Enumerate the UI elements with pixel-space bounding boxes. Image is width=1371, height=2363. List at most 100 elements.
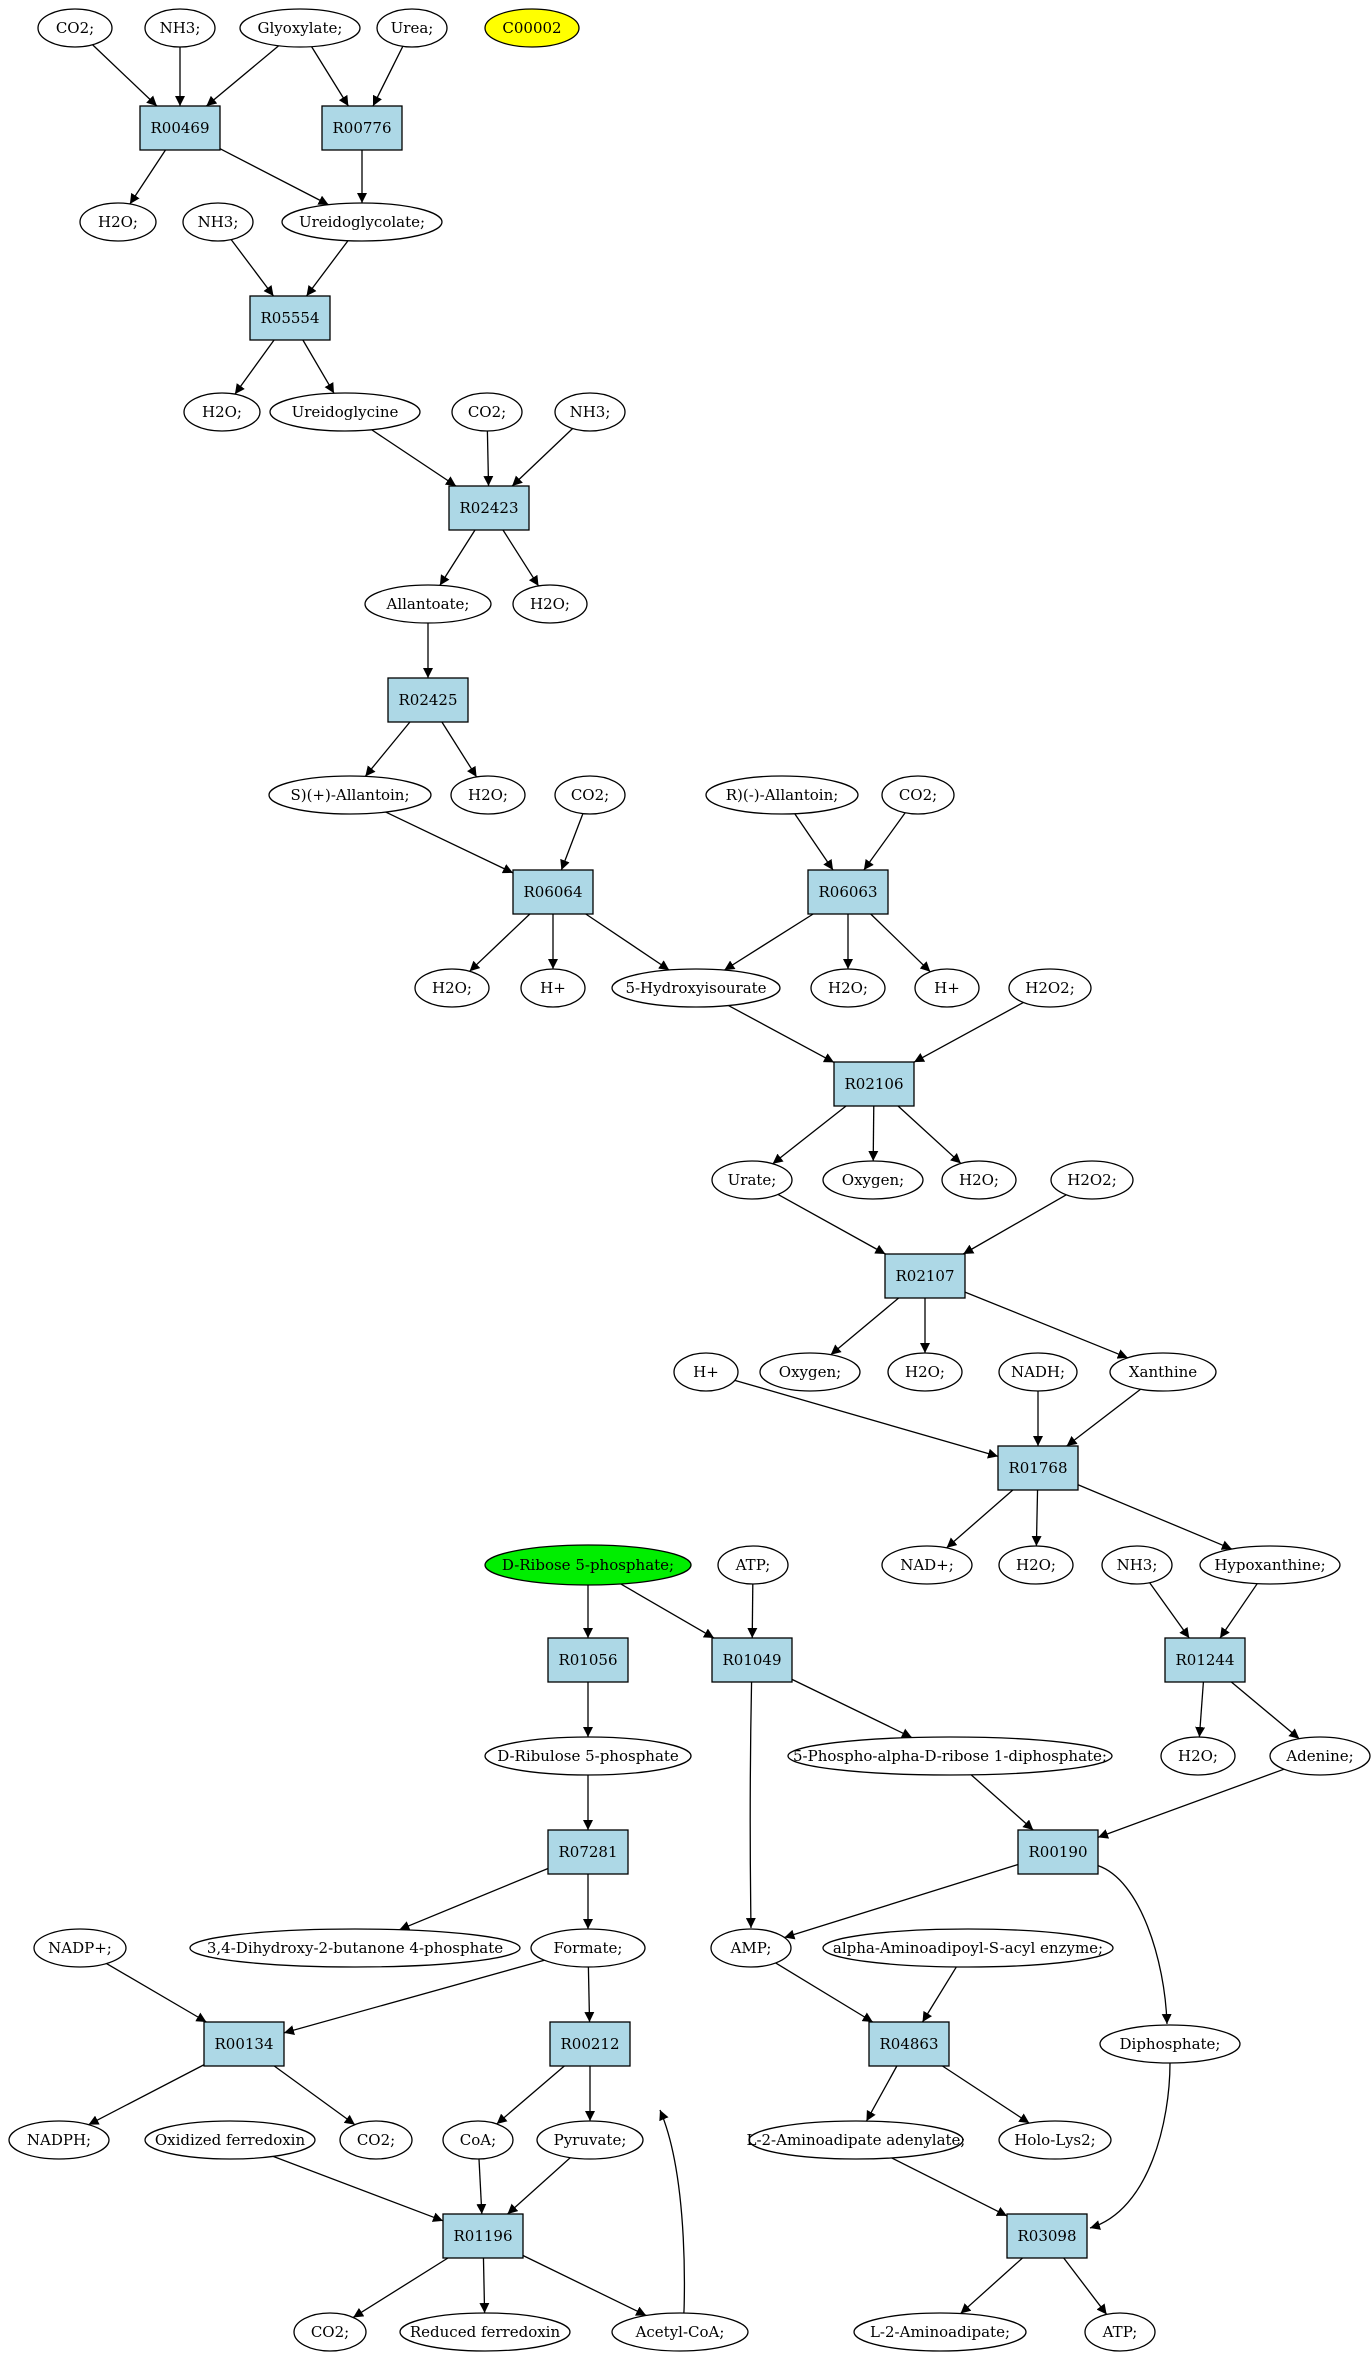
edge-c_l2aa_adenylate-to-r_R03098	[891, 2157, 1008, 2217]
node-label: ATP;	[1102, 2323, 1138, 2341]
reaction-node-r_R05554: R05554	[249, 295, 331, 341]
compound-ellipse	[484, 1736, 692, 1776]
node-label: 5-Hydroxyisourate	[625, 979, 766, 997]
reaction-box	[1006, 2213, 1088, 2259]
edge-r_R04863-to-c_hololys2	[942, 2065, 1030, 2124]
compound-node-c_diphosphate: Diphosphate;	[1099, 2024, 1241, 2064]
node-label: H2O;	[202, 403, 242, 421]
node-label: AMP;	[730, 1939, 772, 1957]
edge-r_R03098-to-c_l2aa	[960, 2257, 1023, 2315]
edge-r_R04863-to-c_l2aa_adenylate	[865, 2065, 898, 2122]
compound-ellipse	[759, 1352, 861, 1392]
node-label: Diphosphate;	[1120, 2035, 1221, 2053]
node-label: Ureidoglycolate;	[299, 213, 425, 231]
node-label: CO2;	[899, 786, 937, 804]
compound-ellipse	[941, 1160, 1017, 1200]
reaction-node-r_R00212: R00212	[549, 2021, 631, 2067]
edge-c_r_allantoin-to-r_R06063	[794, 813, 834, 871]
edge-r_R05554-to-c_h2o_2	[234, 339, 275, 395]
compound-node-c_h2o2_1: H2O2;	[1008, 968, 1092, 1008]
compound-node-c_nh3_1: NH3;	[144, 8, 216, 48]
node-label: Oxygen;	[842, 1171, 904, 1189]
compound-node-c_h2o_3: H2O;	[512, 584, 588, 624]
edge-r_R02107-to-c_oxygen_2	[830, 1297, 900, 1356]
node-label: Acetyl-CoA;	[635, 2323, 725, 2341]
compound-node-c_atp_1: ATP;	[717, 1545, 789, 1585]
edge-r_R00212-to-c_coa	[496, 2065, 565, 2125]
edge-r_R01196-to-c_acetylcoa	[522, 2254, 647, 2317]
compound-node-c_nadplus: NAD+;	[881, 1545, 973, 1585]
node-label: H2O;	[98, 213, 138, 231]
reaction-node-r_R00190: R00190	[1017, 1829, 1099, 1875]
compound-ellipse	[484, 8, 580, 48]
compound-node-c_urea: Urea;	[376, 8, 448, 48]
compound-ellipse	[269, 392, 421, 432]
compound-node-c_atp_2: ATP;	[1084, 2312, 1156, 2352]
compound-node-c_hplus_1: H+	[520, 968, 586, 1008]
edge-r_R02423-to-c_allantoate	[439, 529, 476, 586]
node-label: R00469	[150, 119, 209, 137]
node-label: H+	[540, 979, 566, 997]
compound-node-c_co2_1: CO2;	[37, 8, 113, 48]
edge-r_R01244-to-c_adenine	[1230, 1681, 1300, 1740]
node-label: Holo-Lys2;	[1014, 2131, 1095, 2149]
reaction-node-r_R01196: R01196	[442, 2213, 524, 2259]
compound-ellipse	[37, 8, 113, 48]
edge-r_R06063-to-c_hplus_2	[870, 913, 931, 973]
compound-node-c_redferredoxin: Reduced ferredoxin	[399, 2312, 571, 2352]
edge-c_co2_3-to-r_R06064	[560, 813, 584, 871]
edge-c_hypoxanthine-to-r_R01244	[1219, 1583, 1258, 1639]
node-label: CO2;	[571, 786, 609, 804]
edge-c_ureidoglycolate-to-r_R05554	[305, 240, 349, 297]
compound-node-c_h2o_6: H2O;	[810, 968, 886, 1008]
reaction-box	[547, 1829, 629, 1875]
node-label: R00776	[332, 119, 391, 137]
compound-node-c_s_allantoin: S)(+)-Allantoin;	[268, 775, 432, 815]
node-label: R02107	[895, 1267, 954, 1285]
edge-c_adenine-to-r_R00190	[1097, 1768, 1285, 1839]
compound-ellipse	[881, 1545, 973, 1585]
edge-c_urea-to-r_R00776	[372, 46, 404, 107]
compound-node-c_h2o_9: H2O;	[998, 1545, 1074, 1585]
edge-r_R02423-to-c_h2o_3	[502, 529, 540, 587]
compound-ellipse	[611, 968, 781, 1008]
edge-c_diphosphate-to-r_R03098	[1089, 2062, 1171, 2230]
compound-ellipse	[1101, 1545, 1173, 1585]
compound-node-c_pyruvate: Pyruvate;	[536, 2120, 644, 2160]
compound-node-c_h2o_5: H2O;	[414, 968, 490, 1008]
compound-node-c_h2o_1: H2O;	[79, 202, 157, 242]
node-label: ATP;	[735, 1556, 771, 1574]
compound-node-c_dribulose5p: D-Ribulose 5-phosphate	[484, 1736, 692, 1776]
compound-ellipse	[998, 1352, 1078, 1392]
compound-node-c_l2aa_adenylate: L-2-Aminoadipate adenylate;	[746, 2120, 966, 2160]
edge-c_h2o2_2-to-r_R02107	[962, 1194, 1067, 1255]
compound-node-c_hplus_3: H+	[673, 1352, 739, 1392]
edge-r_R01244-to-c_h2o_10	[1195, 1681, 1206, 1738]
node-label: R02423	[459, 499, 518, 517]
edge-r_R00190-to-c_amp	[784, 1863, 1019, 1940]
compound-node-c_oxygen_2: Oxygen;	[759, 1352, 861, 1392]
compound-ellipse	[33, 1928, 127, 1968]
node-label: R01056	[558, 1651, 617, 1669]
node-label: H2O;	[828, 979, 868, 997]
node-label: NH3;	[198, 213, 239, 231]
edge-r_R05554-to-c_ureidoglycine	[302, 339, 335, 394]
edge-r_R00134-to-c_nadph	[88, 2064, 205, 2126]
node-label: CoA;	[460, 2131, 496, 2149]
compound-node-c_hypoxanthine: Hypoxanthine;	[1199, 1545, 1341, 1585]
compound-ellipse	[717, 1545, 789, 1585]
reaction-box	[203, 2021, 285, 2067]
edge-r_R01768-to-c_hypoxanthine	[1077, 1484, 1233, 1550]
edge-c_coa-to-r_R01196	[476, 2158, 487, 2215]
compound-node-c_co2_4: CO2;	[881, 775, 955, 815]
edge-r_R06063-to-c_5hydroxyisourate	[723, 913, 814, 971]
reaction-box	[807, 869, 889, 915]
edge-r_R01768-to-c_h2o_9	[1031, 1489, 1042, 1547]
compound-node-c_c00002: C00002	[484, 8, 580, 48]
edge-r_R07281-to-c_dhbp	[399, 1867, 549, 1931]
compound-node-c_nadh: NADH;	[998, 1352, 1078, 1392]
compound-ellipse	[554, 775, 626, 815]
compound-node-c_adenine: Adenine;	[1269, 1736, 1371, 1776]
reaction-box	[833, 1061, 915, 1107]
edge-c_5hydroxyisourate-to-r_R02106	[728, 1004, 835, 1064]
